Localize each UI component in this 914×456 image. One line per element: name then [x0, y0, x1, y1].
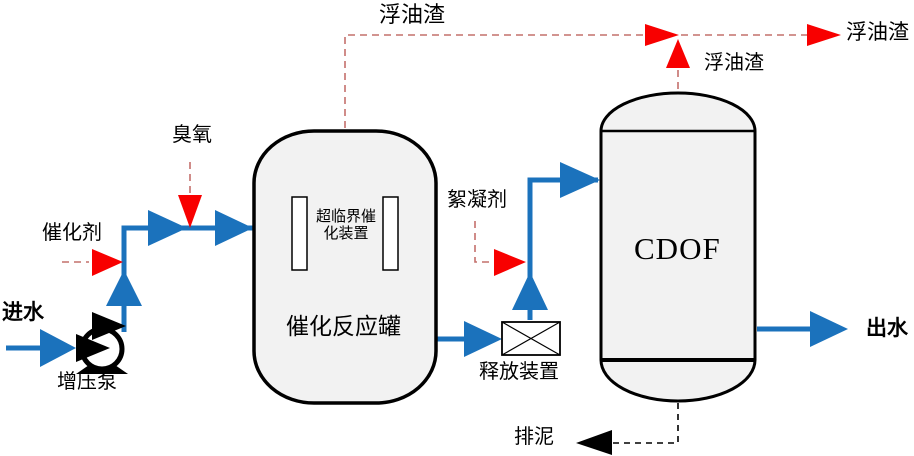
sludge-arrow-icon: [576, 430, 612, 455]
outlet-arrow-icon: [810, 311, 848, 347]
catalyst-label: 催化剂: [42, 222, 102, 244]
scum-mid-label: 浮油渣: [704, 52, 764, 74]
scum-up-arrow-icon: [666, 39, 690, 68]
release-device-label: 释放装置: [479, 361, 559, 383]
reactor-electrode-left: [291, 196, 308, 271]
release-device-cross-icon: [501, 321, 561, 356]
scum-junction-arrow-icon: [645, 24, 679, 46]
flocculant-arrow-icon: [494, 249, 526, 276]
release-riser-up-arrow-icon: [512, 272, 548, 310]
outlet-label: 出水: [866, 316, 908, 340]
pump-impeller-arrow-icon: [92, 312, 126, 340]
ozone-arrow-icon: [178, 195, 202, 228]
reactor-internal-label: 超临界催化装置: [315, 209, 376, 243]
inlet-label: 进水: [2, 300, 44, 324]
catalyst-arrow-icon: [92, 249, 123, 276]
reactor-electrode-right: [382, 196, 399, 271]
scum-outlet-arrow-icon: [807, 24, 841, 46]
riser-up-arrow-icon: [106, 270, 142, 306]
flocculant-dosing-line: [474, 221, 492, 263]
flocculant-label: 絮凝剂: [447, 189, 507, 211]
pump-label: 增压泵: [57, 371, 117, 393]
scum-line-reactor: [344, 34, 645, 128]
pump-riser-pipe: [121, 225, 254, 332]
scum-right-label: 浮油渣: [846, 20, 909, 44]
reactor-outlet-arrow-icon: [464, 321, 502, 357]
ozone-label: 臭氧: [172, 124, 212, 146]
reactor-label: 催化反应罐: [286, 314, 401, 339]
sludge-line: [612, 403, 679, 444]
reactor-tank: [252, 129, 438, 405]
cdof-inlet-arrow-icon: [560, 162, 600, 198]
sludge-label: 排泥: [514, 426, 554, 448]
scum-top-label: 浮油渣: [379, 2, 446, 27]
main-line-arrow1-icon: [148, 210, 187, 246]
inlet-arrow-icon: [40, 329, 76, 367]
cdof-label: CDOF: [634, 231, 721, 266]
pump-inlet-arrow-icon: [76, 334, 110, 362]
main-line-arrow2-icon: [215, 210, 253, 246]
